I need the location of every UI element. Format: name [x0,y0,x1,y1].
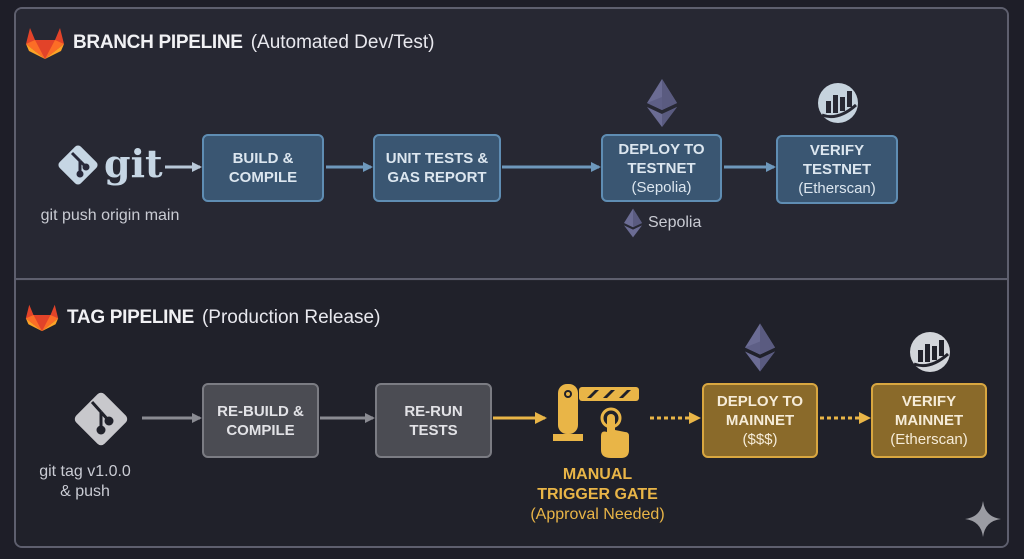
stage-line1: DEPLOY TO [618,140,705,158]
etherscan-icon [910,332,950,372]
stage-unit-tests-gas-report[interactable]: UNIT TESTS & GAS REPORT [373,134,501,202]
gate-line3: (Approval Needed) [530,506,665,523]
git-push-caption: git push origin main [40,207,180,224]
stage-line2: COMPILE [226,421,295,439]
git-tag-caption: git tag v1.0.0 & push [30,462,140,502]
etherscan-icon [818,83,858,123]
branch-title-light: (Automated Dev/Test) [250,32,435,53]
stage-line2: TESTNET [627,159,696,177]
branch-pipeline-title: BRANCH PIPELINE (Automated Dev/Test) [25,26,434,60]
barrier-gate-icon[interactable] [553,380,643,460]
stage-rebuild-compile[interactable]: RE-BUILD & COMPILE [202,383,319,458]
tag-title-bold: TAG PIPELINE [67,306,194,328]
pointing-hand-icon [600,407,629,458]
git-source: git [56,141,166,193]
stage-line1: UNIT TESTS & [385,150,489,167]
stage-deploy-testnet[interactable]: DEPLOY TO TESTNET (Sepolia) [601,134,722,202]
ethereum-icon [647,79,677,127]
tag-pipeline-title: TAG PIPELINE (Production Release) [25,302,380,333]
stage-deploy-mainnet[interactable]: DEPLOY TO MAINNET ($$$) [702,383,818,458]
ethereum-icon [745,323,775,372]
stage-line2: COMPILE [228,169,298,186]
stage-rerun-tests[interactable]: RE-RUN TESTS [375,383,492,458]
gate-line2: TRIGGER GATE [537,486,658,503]
git-logo-icon [58,145,98,185]
gitlab-logo-icon [26,28,64,59]
stage-line2: TESTS [409,421,458,439]
git-tag-caption-line2: & push [60,483,110,500]
section-divider [16,278,1007,280]
stage-sub: ($$$) [742,431,778,448]
stage-line1: DEPLOY TO [716,393,804,410]
git-tag-caption-line1: git tag v1.0.0 [39,463,131,480]
stage-sub: (Sepolia) [631,178,692,196]
stage-sub: (Etherscan) [798,180,876,197]
sparkle-icon [965,501,1001,537]
stage-line1: RE-BUILD & [217,402,304,420]
gitlab-logo-icon [25,304,59,332]
stage-line2: MAINNET [894,412,964,429]
tag-title-light: (Production Release) [201,306,381,328]
stage-line1: BUILD & [232,150,294,167]
git-wordmark: git [104,141,163,186]
stage-verify-mainnet[interactable]: VERIFY MAINNET (Etherscan) [871,383,987,458]
ethereum-small-icon [624,208,642,238]
manual-trigger-gate-label: MANUAL TRIGGER GATE (Approval Needed) [515,465,680,525]
git-tag-icon [74,392,128,446]
stage-line1: RE-RUN [404,402,463,420]
stage-line1: VERIFY [809,142,865,159]
tag-pipeline-section [16,281,1007,546]
stage-line2: TESTNET [802,161,872,178]
stage-sub: (Etherscan) [890,431,968,448]
gate-line1: MANUAL [562,466,633,483]
stage-verify-testnet[interactable]: VERIFY TESTNET (Etherscan) [776,135,898,204]
stage-build-compile[interactable]: BUILD & COMPILE [202,134,324,202]
stage-line2: MAINNET [725,412,795,429]
stage-line2: GAS REPORT [387,169,487,186]
network-label-sepolia: Sepolia [648,214,702,231]
stage-line1: VERIFY [901,393,957,410]
branch-title-bold: BRANCH PIPELINE [73,32,243,53]
